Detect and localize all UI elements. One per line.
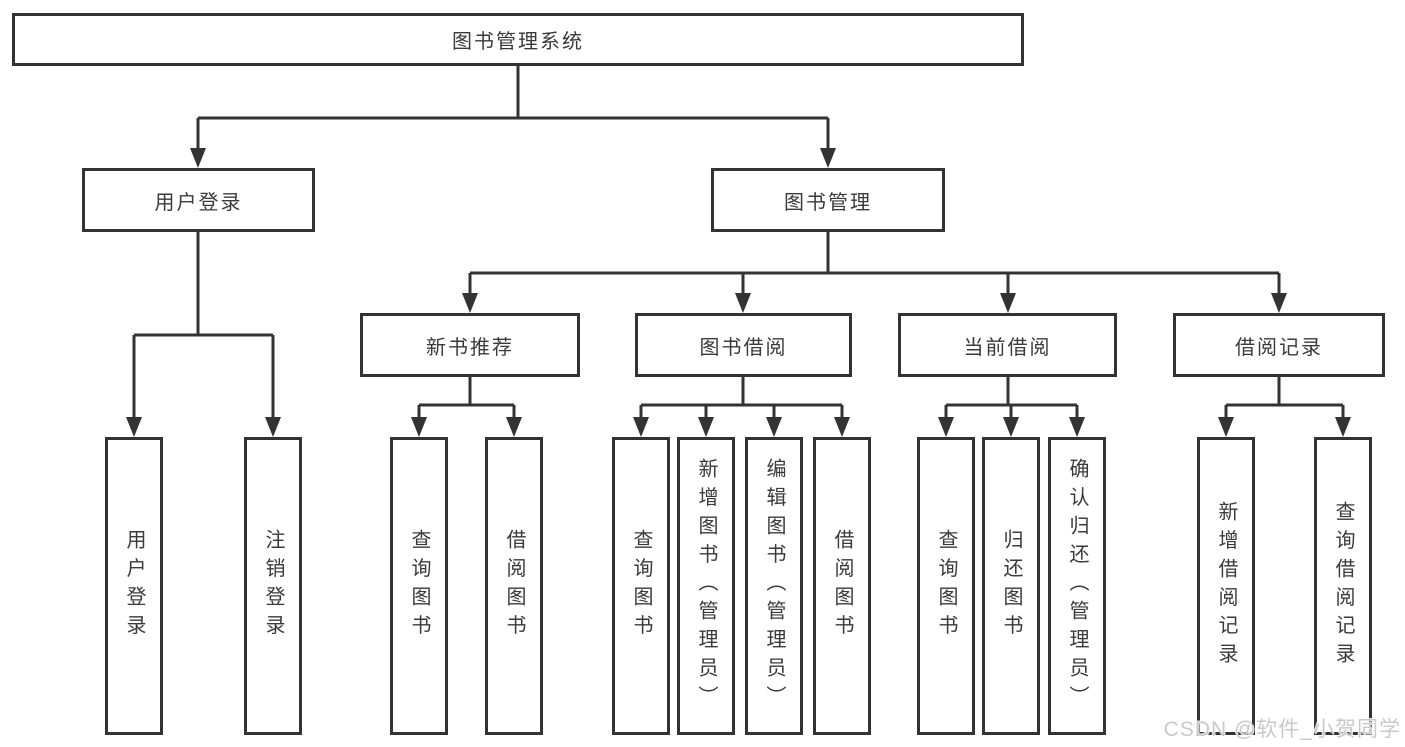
leaf-label: 注销登录	[262, 529, 284, 643]
leaf-label: 用户登录	[123, 529, 145, 643]
arrow-icon	[126, 417, 142, 437]
csdn-watermark: CSDN @软件_小贺同学	[1163, 718, 1401, 741]
node-borrow-books-leaf: 借阅图书	[813, 437, 871, 735]
arrow-icon	[265, 417, 281, 437]
node-logout-leaf: 注销登录	[244, 437, 302, 735]
leaf-label: 新增图书（管理员）	[695, 458, 717, 714]
arrow-icon	[1000, 293, 1016, 313]
node-query-books-borrow: 查询图书	[612, 437, 670, 735]
leaf-label: 查询图书	[408, 529, 430, 643]
arrowheads	[126, 148, 1351, 437]
node-edit-book-admin: 编辑图书（管理员）	[745, 437, 803, 735]
leaf-label: 新增借阅记录	[1215, 500, 1237, 672]
arrow-icon	[462, 293, 478, 313]
node-user-login-branch: 用户登录	[82, 168, 315, 232]
node-confirm-return-admin: 确认归还（管理员）	[1048, 437, 1106, 735]
node-book-borrowing: 图书借阅	[635, 313, 852, 377]
arrow-icon	[834, 417, 850, 437]
arrow-icon	[698, 417, 714, 437]
arrow-icon	[1069, 417, 1085, 437]
arrow-icon	[735, 293, 751, 313]
node-current-borrowing: 当前借阅	[898, 313, 1117, 377]
arrow-icon	[506, 417, 522, 437]
leaf-label: 查询图书	[630, 529, 652, 643]
arrow-icon	[633, 417, 649, 437]
leaf-label: 归还图书	[1000, 529, 1022, 643]
arrow-icon	[766, 417, 782, 437]
arrow-icon	[411, 417, 427, 437]
leaf-label: 确认归还（管理员）	[1066, 458, 1088, 714]
leaf-label: 借阅图书	[503, 529, 525, 643]
arrow-icon	[938, 417, 954, 437]
arrow-icon	[190, 148, 206, 168]
node-borrowing-records: 借阅记录	[1173, 313, 1385, 377]
arrow-icon	[1003, 417, 1019, 437]
node-borrow-books-recommend: 借阅图书	[485, 437, 543, 735]
node-query-books-recommend: 查询图书	[390, 437, 448, 735]
node-query-borrow-record: 查询借阅记录	[1314, 437, 1372, 735]
arrow-icon	[820, 148, 836, 168]
node-new-book-recommendation: 新书推荐	[360, 313, 580, 377]
node-library-management-system: 图书管理系统	[12, 13, 1024, 66]
node-query-books-current: 查询图书	[917, 437, 975, 735]
node-add-book-admin: 新增图书（管理员）	[677, 437, 735, 735]
arrow-icon	[1335, 417, 1351, 437]
node-book-management-branch: 图书管理	[711, 168, 945, 232]
node-user-login-leaf: 用户登录	[105, 437, 163, 735]
arrow-icon	[1271, 293, 1287, 313]
leaf-label: 借阅图书	[831, 529, 853, 643]
node-add-borrow-record: 新增借阅记录	[1197, 437, 1255, 735]
leaf-label: 查询借阅记录	[1332, 500, 1354, 672]
node-return-book: 归还图书	[982, 437, 1040, 735]
arrow-icon	[1218, 417, 1234, 437]
leaf-label: 查询图书	[935, 529, 957, 643]
leaf-label: 编辑图书（管理员）	[763, 458, 785, 714]
